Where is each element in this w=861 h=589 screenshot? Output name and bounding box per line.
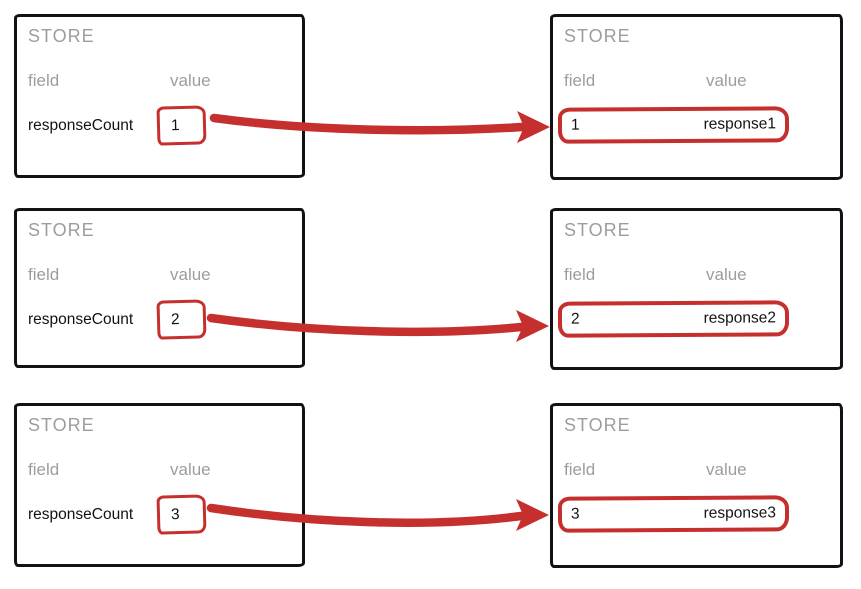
- field-column-header: field: [564, 71, 596, 90]
- row-key: 3: [570, 505, 580, 523]
- store-title: STORE: [28, 26, 95, 46]
- field-value: 3: [170, 505, 180, 523]
- row-key: 2: [570, 310, 580, 328]
- store-title: STORE: [564, 415, 631, 435]
- row-value: response2: [703, 309, 777, 327]
- store-title: STORE: [564, 26, 631, 46]
- value-column-header: value: [706, 71, 747, 90]
- field-name: responseCount: [28, 311, 134, 328]
- field-column-header: field: [564, 265, 596, 284]
- highlighted-value-box: 3: [156, 494, 207, 535]
- store-box-right-2: STORE field value 2 response2: [550, 208, 843, 370]
- arrow-head-icon: [516, 310, 549, 342]
- field-column-header: field: [564, 460, 596, 479]
- field-value: 2: [170, 310, 180, 328]
- highlighted-row-box: 1 response1: [557, 106, 790, 144]
- store-title: STORE: [28, 220, 95, 240]
- value-column-header: value: [170, 265, 211, 284]
- store-box-left-1: STORE field value responseCount 1: [14, 14, 305, 178]
- store-box-left-2: STORE field value responseCount 2: [14, 208, 305, 368]
- store-box-right-3: STORE field value 3 response3: [550, 403, 843, 568]
- highlighted-value-box: 1: [156, 105, 207, 146]
- field-column-header: field: [28, 71, 60, 90]
- field-column-header: field: [28, 265, 60, 284]
- row-key: 1: [570, 116, 580, 134]
- row-value: response1: [703, 115, 777, 133]
- field-name: responseCount: [28, 117, 134, 134]
- highlighted-row-box: 3 response3: [557, 495, 790, 533]
- field-value: 1: [170, 116, 180, 134]
- arrow-head-icon: [517, 111, 550, 143]
- value-column-header: value: [706, 460, 747, 479]
- value-column-header: value: [706, 265, 747, 284]
- store-box-left-3: STORE field value responseCount 3: [14, 403, 305, 567]
- field-name: responseCount: [28, 506, 134, 523]
- store-title: STORE: [564, 220, 631, 240]
- value-column-header: value: [170, 71, 211, 90]
- value-column-header: value: [170, 460, 211, 479]
- highlighted-value-box: 2: [156, 299, 207, 340]
- highlighted-row-box: 2 response2: [557, 300, 790, 338]
- field-column-header: field: [28, 460, 60, 479]
- store-title: STORE: [28, 415, 95, 435]
- store-box-right-1: STORE field value 1 response1: [550, 14, 843, 180]
- row-value: response3: [703, 504, 777, 522]
- arrow-head-icon: [516, 499, 549, 531]
